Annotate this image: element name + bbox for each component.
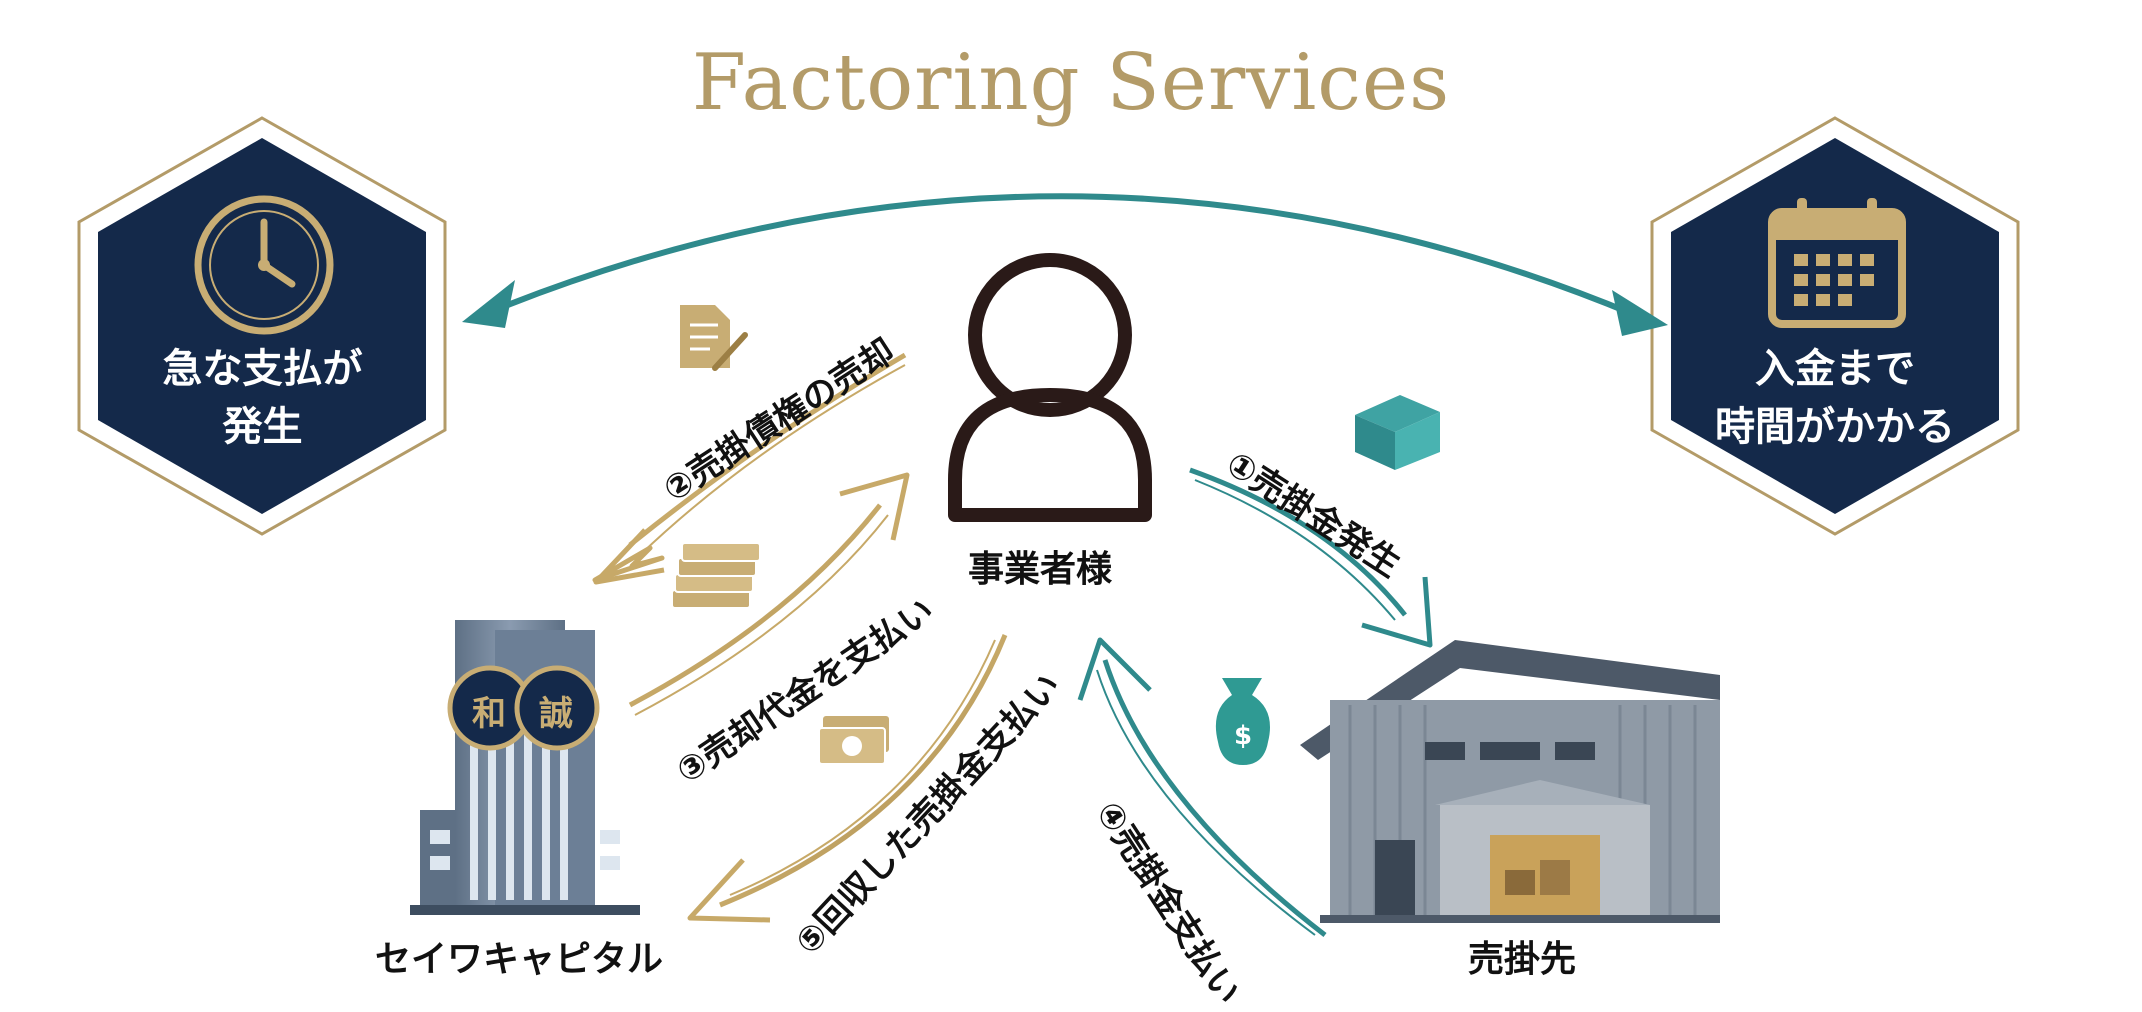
arrow-step1: [1189, 467, 1433, 648]
left-hex-line2: 発生: [222, 404, 303, 450]
office-building-icon: [410, 620, 640, 915]
seal-emblem: [447, 665, 600, 751]
arrow-step4: [1077, 637, 1327, 937]
left-hex-text: 急な支払が 発生: [130, 340, 395, 456]
person-icon: [948, 253, 1152, 522]
warehouse-icon: [1300, 640, 1720, 923]
capital-label: セイワキャピタル: [375, 939, 664, 980]
right-hex-text: 入金まで 時間がかかる: [1690, 340, 1980, 456]
customer-label: 売掛先: [1468, 939, 1577, 980]
top-double-arrow: [462, 193, 1668, 336]
right-hex-line2: 時間がかかる: [1715, 404, 1955, 450]
left-hex-line1: 急な支払が: [162, 346, 363, 392]
page-title: Factoring Services: [691, 38, 1451, 128]
calendar-icon: [1768, 198, 1906, 328]
money-bag-icon: $: [1215, 678, 1270, 765]
banknote-icon: [818, 716, 889, 765]
money-stack-icon: [671, 542, 761, 609]
arrow-step2: [592, 352, 907, 585]
box-icon: [1355, 395, 1440, 470]
left-hexagon: [77, 116, 447, 536]
arrow-step3: [628, 472, 910, 716]
business-label: 事業者様: [968, 549, 1113, 590]
document-icon: [680, 305, 748, 371]
seal-char-1: 和: [472, 694, 506, 734]
right-hex-line1: 入金まで: [1755, 346, 1915, 392]
seal-char-2: 誠: [539, 694, 573, 734]
svg-text:$: $: [1234, 721, 1252, 751]
arrow-step5: [687, 634, 1008, 923]
clock-icon: [194, 195, 334, 335]
